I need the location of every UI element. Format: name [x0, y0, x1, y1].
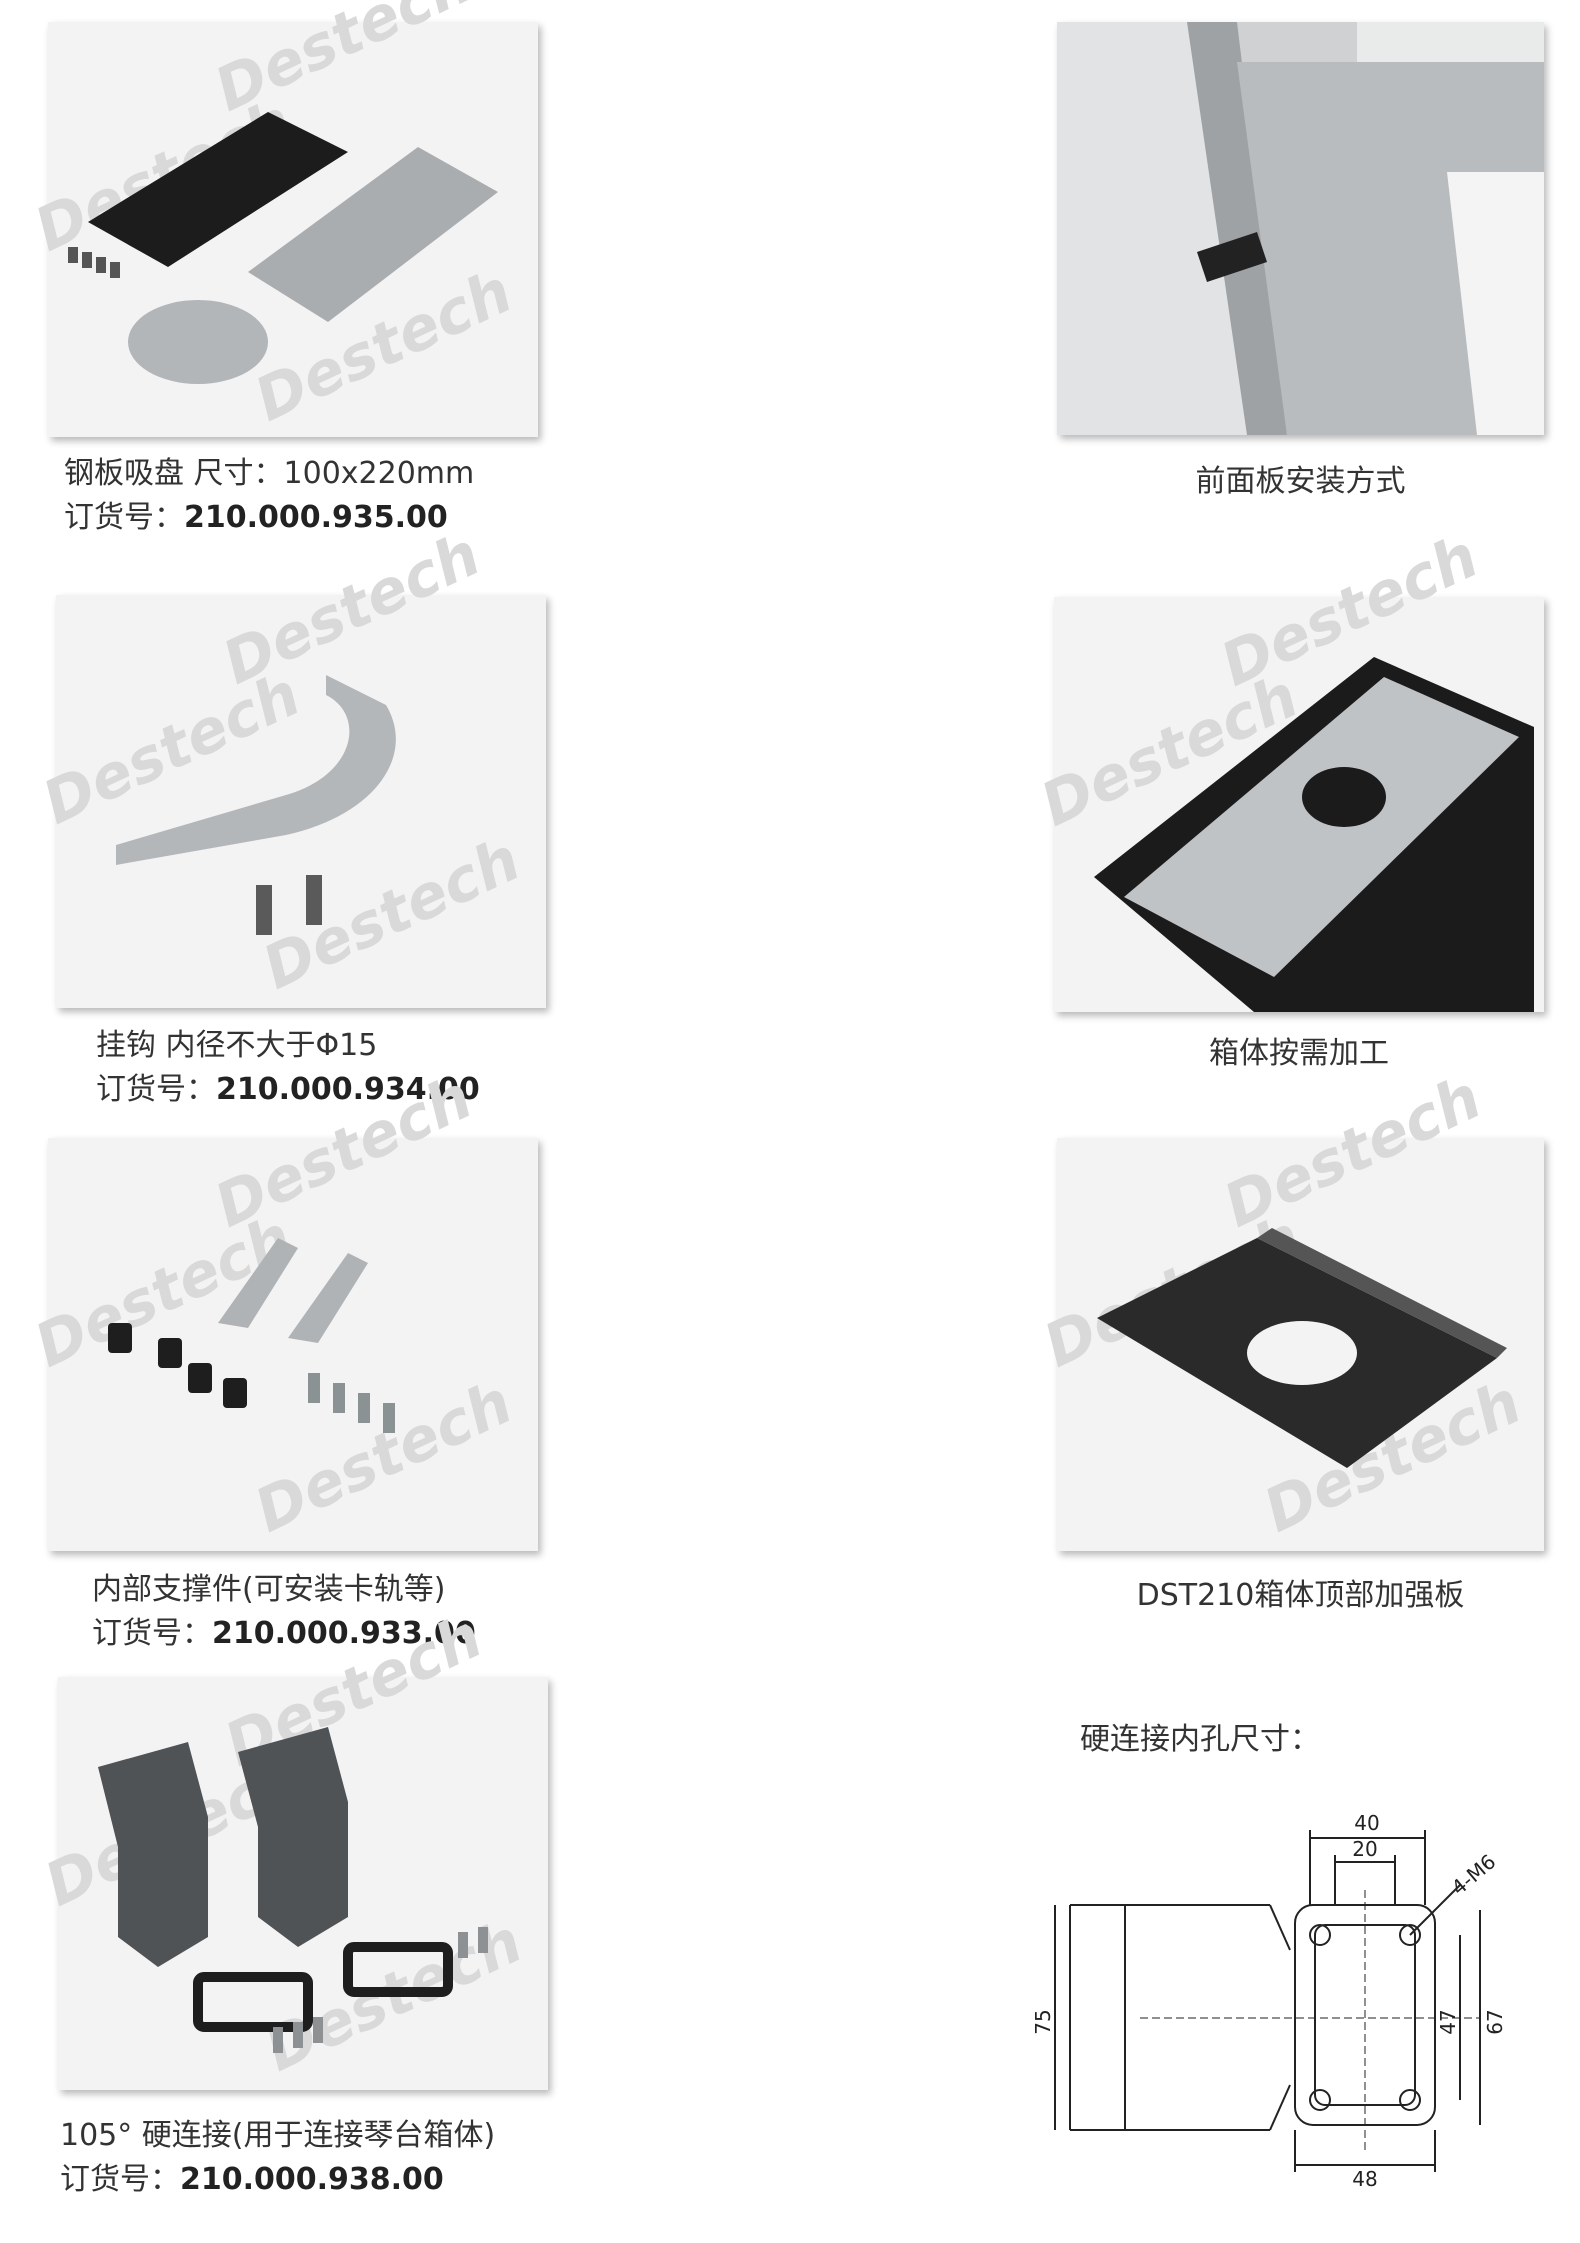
- screw-icon: [333, 1383, 345, 1413]
- clip-icon: [108, 1323, 132, 1353]
- round-disc: [128, 300, 268, 384]
- front-panel-photo: [1057, 22, 1544, 435]
- clip-icon: [188, 1363, 212, 1393]
- watermark-text: Destech: [245, 1367, 523, 1546]
- product-image-hook: Destech Destech Destech: [33, 519, 546, 1008]
- order-label: 订货号：: [96, 1072, 216, 1107]
- mount-hole: [1399, 1924, 1421, 1946]
- gasket-icon: [193, 1972, 313, 2032]
- order-number: 210.000.935.00: [184, 500, 448, 535]
- drawing-title: 硬连接内孔尺寸：: [1080, 1722, 1320, 1757]
- screw-icon: [96, 257, 106, 273]
- plate-flange: [1257, 1228, 1507, 1358]
- gasket-icon: [343, 1942, 453, 1997]
- order-label: 订货号：: [92, 1616, 212, 1651]
- order-number: 210.000.933.00: [212, 1616, 476, 1651]
- screw-icon: [293, 2022, 303, 2048]
- screw-icon: [358, 1393, 370, 1423]
- mount-hole: [1309, 2089, 1331, 2111]
- product-caption-4: 105° 硬连接(用于连接琴台箱体) 订货号：210.000.938.00: [60, 2114, 495, 2202]
- dimension-drawing-svg: 40 20 4-M6 75 47 67 48: [1031, 1811, 1507, 2191]
- rail-profile: [1187, 22, 1287, 435]
- caption-text: DST210箱体顶部加强板: [1136, 1578, 1465, 1613]
- screw-icon: [478, 1927, 488, 1953]
- mount-hole: [1399, 2089, 1421, 2111]
- photo-front-panel-installation: [1057, 22, 1544, 435]
- dim-47: 47: [1436, 2009, 1460, 2034]
- screw-icon: [458, 1932, 468, 1958]
- product-caption-2: 挂钩 内径不大于Φ15 订货号：210.000.934.00: [96, 1024, 480, 1112]
- screw-icon: [313, 2017, 323, 2043]
- front-panel: [1447, 172, 1544, 435]
- box-top-panel: [1124, 677, 1519, 977]
- product-image-internal-support: Destech Destech Destech: [25, 1062, 538, 1551]
- screw-icon: [383, 1403, 395, 1433]
- center-hole: [1247, 1321, 1357, 1385]
- order-number: 210.000.934.00: [216, 1072, 480, 1107]
- bracket-icon: [218, 1238, 298, 1328]
- cutout-hole: [1302, 767, 1386, 827]
- product-caption-3: 内部支撑件(可安装卡轨等) 订货号：210.000.933.00: [92, 1568, 476, 1656]
- order-label: 订货号：: [60, 2162, 180, 2197]
- gray-plate: [248, 147, 498, 322]
- dim-67: 67: [1483, 2009, 1507, 2034]
- dim-thread: 4-M6: [1447, 1849, 1501, 1899]
- screw-icon: [110, 262, 120, 278]
- order-number: 210.000.938.00: [180, 2162, 444, 2197]
- hook-illustration: Destech Destech Destech: [33, 519, 531, 1003]
- inner-hole-outline: [1314, 1924, 1416, 2106]
- product-image-reinforcement-plate: Destech Destech Destech: [1034, 1062, 1544, 1551]
- black-plate: [88, 112, 348, 267]
- screw-icon: [308, 1373, 320, 1403]
- product-name: 内部支撑件(可安装卡轨等): [92, 1572, 446, 1607]
- clip-icon: [223, 1378, 247, 1408]
- screw-icon: [82, 252, 92, 268]
- caption-reinforcement-plate: DST210箱体顶部加强板: [1057, 1574, 1544, 1618]
- hook-body: [116, 675, 396, 865]
- connector-housing: [98, 1742, 208, 1967]
- hard-connection-illustration: Destech Destech Destech: [35, 1601, 533, 2085]
- order-label: 订货号：: [64, 500, 184, 535]
- hole-dimension-drawing: 40 20 4-M6 75 47 67 48: [1031, 1810, 1520, 2191]
- caption-text: 箱体按需加工: [1209, 1036, 1389, 1071]
- caption-front-panel-installation: 前面板安装方式: [1057, 460, 1544, 504]
- support-illustration: Destech Destech Destech: [25, 1062, 523, 1546]
- screw-icon: [256, 885, 272, 935]
- dim-48: 48: [1352, 2167, 1377, 2191]
- dim-20: 20: [1352, 1837, 1377, 1861]
- connector-housing: [238, 1727, 348, 1947]
- mount-hole: [1309, 1924, 1331, 1946]
- clip-icon: [158, 1338, 182, 1368]
- screw-icon: [273, 2027, 283, 2053]
- screw-icon: [306, 875, 322, 925]
- product-name: 挂钩 内径不大于Φ15: [96, 1028, 378, 1063]
- steel-plate-illustration: Destech Destech Destech: [25, 0, 523, 436]
- screw-icon: [68, 247, 78, 263]
- caption-text: 前面板安装方式: [1195, 464, 1406, 499]
- caption-box-processing: 箱体按需加工: [1054, 1032, 1544, 1076]
- bracket-icon: [288, 1253, 368, 1343]
- product-name: 105° 硬连接(用于连接琴台箱体): [60, 2118, 496, 2153]
- box-illustration: Destech Destech: [1031, 521, 1534, 1012]
- product-image-box-processing: Destech Destech: [1031, 521, 1544, 1012]
- product-image-hard-connection: Destech Destech Destech: [35, 1601, 548, 2090]
- product-caption-1: 钢板吸盘 尺寸：100x220mm 订货号：210.000.935.00: [64, 452, 474, 540]
- product-image-steel-plate: Destech Destech Destech: [25, 0, 538, 437]
- dim-75: 75: [1031, 2009, 1055, 2034]
- reinforcement-plate-illustration: Destech Destech Destech: [1034, 1062, 1532, 1546]
- clamp-icon: [1197, 232, 1267, 282]
- product-name: 钢板吸盘 尺寸：100x220mm: [64, 456, 475, 491]
- watermark-text: Destech: [253, 824, 531, 1003]
- dim-40: 40: [1354, 1811, 1379, 1835]
